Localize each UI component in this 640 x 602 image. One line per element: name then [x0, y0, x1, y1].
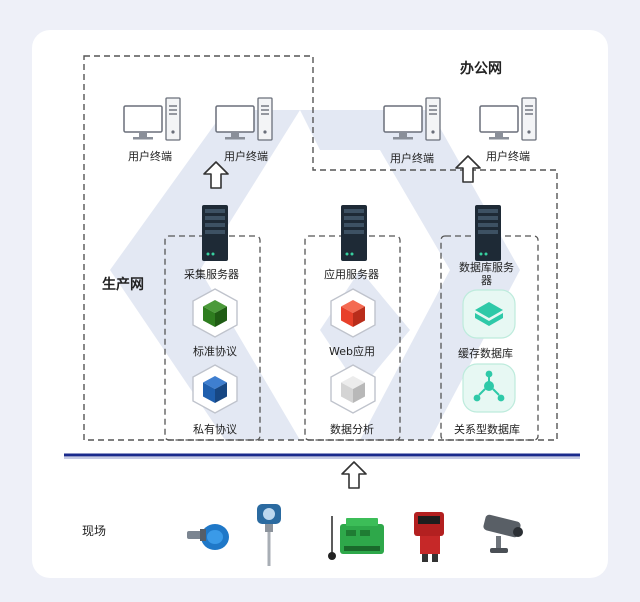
office-network-label: 办公网 [460, 61, 502, 77]
relational-database-label: 关系型数据库 [454, 423, 520, 436]
green-cube-icon [192, 288, 238, 338]
server-icon [341, 205, 367, 261]
terminal-label: 用户终端 [128, 150, 172, 163]
up-arrow-icon [455, 155, 481, 183]
field-label: 现场 [82, 524, 107, 538]
computer-icon [383, 97, 441, 141]
private-protocol-label: 私有协议 [193, 423, 237, 436]
collect-server-label: 采集服务器 [184, 268, 239, 281]
sensor-icon [187, 524, 229, 550]
thermometer-probe-icon [257, 504, 281, 566]
standard-protocol-label: 标准协议 [193, 345, 237, 358]
app-server-label: 应用服务器 [324, 268, 379, 281]
production-network-label: 生产网 [102, 277, 144, 293]
db-server-label: 数据库服务 器 [459, 261, 514, 287]
production-network-boundary [83, 55, 558, 441]
server-icon [475, 205, 501, 261]
data-analysis-label: 数据分析 [330, 423, 374, 436]
relational-database-icon [462, 363, 516, 413]
computer-icon [215, 97, 273, 141]
cache-database-icon [462, 289, 516, 339]
server-icon [202, 205, 228, 261]
terminal-label: 用户终端 [486, 150, 530, 163]
computer-icon [123, 97, 181, 141]
up-arrow-icon [341, 461, 367, 489]
red-cube-icon [330, 288, 376, 338]
signal-tower-icon [414, 512, 444, 562]
gray-cube-icon [330, 364, 376, 414]
cache-database-label: 缓存数据库 [458, 347, 513, 360]
blue-cube-icon [192, 364, 238, 414]
web-app-label: Web应用 [329, 345, 375, 358]
camera-icon [483, 514, 523, 553]
up-arrow-icon [203, 161, 229, 189]
terminal-label: 用户终端 [224, 150, 268, 163]
terminal-label: 用户终端 [390, 152, 434, 165]
io-module-icon [328, 516, 384, 560]
computer-icon [479, 97, 537, 141]
